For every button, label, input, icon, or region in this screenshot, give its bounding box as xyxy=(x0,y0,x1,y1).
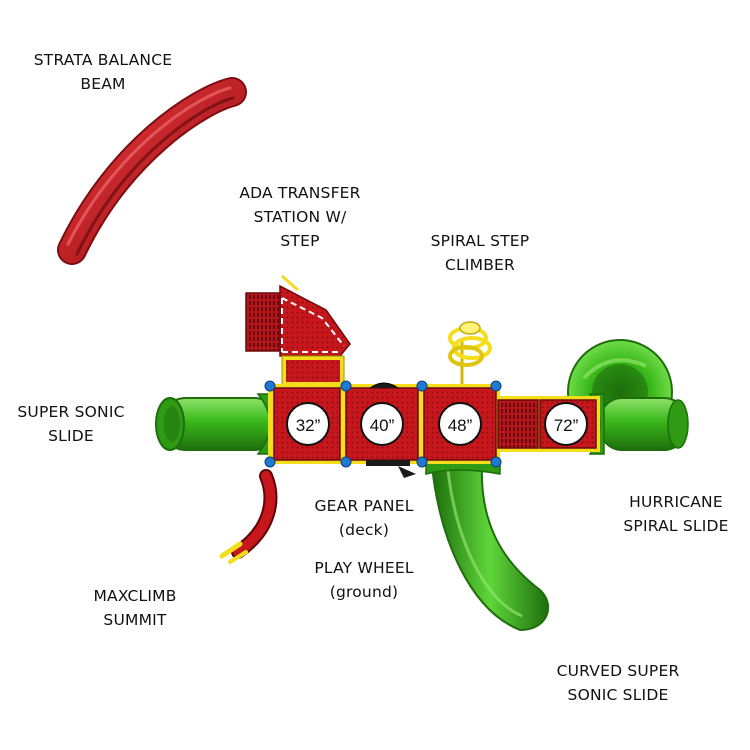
label-line: CLIMBER xyxy=(445,256,515,274)
label-line: STRATA BALANCE xyxy=(33,51,173,69)
label-hurricane-spiral-slide: HURRICANE SPIRAL SLIDE xyxy=(608,490,744,538)
label-line: STATION W/ xyxy=(253,208,347,226)
label-play-wheel: PLAY WHEEL (ground) xyxy=(296,556,432,604)
label-line: STEP xyxy=(280,232,320,250)
label-line: PLAY WHEEL xyxy=(314,559,414,577)
label-line: GEAR PANEL xyxy=(314,497,414,515)
label-line: ADA TRANSFER xyxy=(239,184,361,202)
spiral-step-climber xyxy=(448,321,492,392)
label-maxclimb-summit: MAXCLIMB SUMMIT xyxy=(72,584,198,632)
label-line: SLIDE xyxy=(48,427,94,445)
deck-height-badges: 32” 40” 48” 72” xyxy=(286,402,588,446)
super-sonic-slide xyxy=(155,393,283,455)
label-line: HURRICANE xyxy=(629,493,723,511)
maxclimb-summit xyxy=(219,469,278,564)
post-cap-icon xyxy=(490,456,502,468)
post-cap-icon xyxy=(490,380,502,392)
label-line: SUMMIT xyxy=(103,611,167,629)
post-cap-icon xyxy=(264,380,276,392)
deck-height-32: 32” xyxy=(296,416,321,435)
deck-height-72: 72” xyxy=(554,416,579,435)
label-super-sonic-slide: SUPER SONIC SLIDE xyxy=(4,400,138,448)
deck-height-40: 40” xyxy=(370,416,395,435)
label-line: SPIRAL SLIDE xyxy=(623,517,729,535)
post-cap-icon xyxy=(340,456,352,468)
label-line: CURVED SUPER xyxy=(556,662,680,680)
label-line: SPIRAL STEP xyxy=(430,232,530,250)
post-cap-icon xyxy=(340,380,352,392)
label-ada-transfer-station: ADA TRANSFER STATION W/ STEP xyxy=(222,181,378,253)
label-curved-super-sonic-slide: CURVED SUPER SONIC SLIDE xyxy=(540,659,696,707)
curved-super-sonic-slide xyxy=(425,455,550,632)
label-line: (ground) xyxy=(329,583,399,601)
posts xyxy=(264,380,502,468)
strata-balance-beam xyxy=(57,77,247,265)
label-line: (deck) xyxy=(338,521,390,539)
post-cap-icon xyxy=(416,456,428,468)
label-line: MAXCLIMB xyxy=(93,587,177,605)
label-line: SUPER SONIC xyxy=(17,403,125,421)
label-strata-balance-beam: STRATA BALANCE BEAM xyxy=(18,48,188,96)
post-cap-icon xyxy=(416,380,428,392)
label-line: BEAM xyxy=(80,75,126,93)
deck-height-48: 48” xyxy=(448,416,473,435)
post-cap-icon xyxy=(264,456,276,468)
ada-transfer-station xyxy=(245,274,351,387)
label-gear-panel: GEAR PANEL (deck) xyxy=(296,494,432,542)
label-spiral-step-climber: SPIRAL STEP CLIMBER xyxy=(410,229,550,277)
label-line: SONIC SLIDE xyxy=(567,686,669,704)
hurricane-spiral-slide xyxy=(567,339,689,455)
